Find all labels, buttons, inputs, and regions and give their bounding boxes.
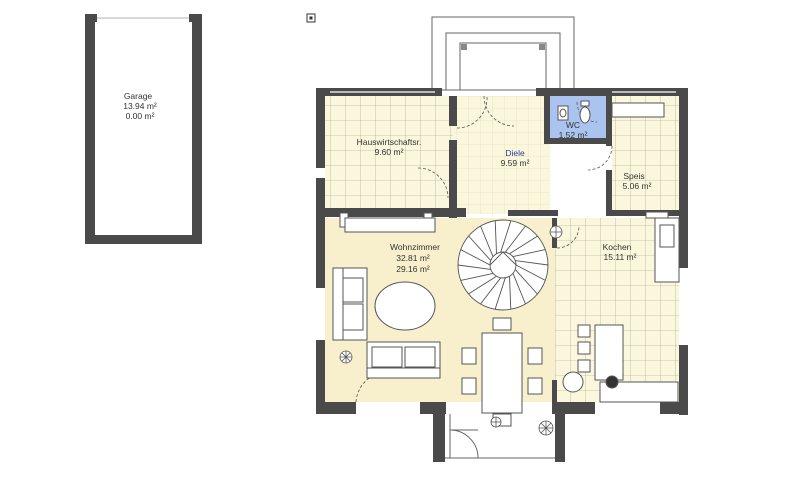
plant-icon — [339, 225, 563, 436]
speis-name: Speis — [623, 171, 644, 181]
hauswirtschaft-area: 9.60 m² — [375, 147, 404, 157]
stair-step — [512, 273, 526, 305]
stair-step — [468, 235, 492, 261]
stair-step — [515, 260, 549, 266]
stair-step — [500, 220, 512, 253]
toilet-icon — [579, 100, 591, 124]
sofa-left — [332, 267, 368, 341]
wc-area: 1.52 m² — [559, 130, 588, 140]
diele-area: 9.59 m² — [501, 158, 530, 168]
north-marker-icon — [306, 13, 316, 23]
wc-name: WC — [566, 120, 580, 130]
stair-step — [515, 264, 546, 281]
stair-step — [504, 225, 526, 253]
sofa-bottom — [366, 341, 441, 379]
coffee-table — [374, 281, 436, 331]
kitchen-island — [594, 324, 624, 381]
stair-step — [494, 220, 497, 254]
stair-step — [460, 249, 491, 266]
armchair — [562, 371, 584, 393]
kuechen-area: 15.11 m² — [604, 252, 637, 262]
stair-step — [509, 235, 538, 255]
entrance-bottom — [445, 414, 555, 459]
diele-name: Diele — [505, 148, 525, 158]
windows — [319, 91, 685, 340]
staircase-icon — [457, 219, 549, 311]
stair-step — [494, 277, 506, 310]
wohnzimmer-area-1: 32.81 m² — [396, 253, 430, 263]
sink-icon — [557, 105, 569, 121]
garage-name: Garage — [124, 91, 153, 101]
floor-hauswirtschaft — [325, 96, 453, 208]
garage — [85, 14, 202, 244]
speis-area: 5.06 m² — [623, 181, 652, 191]
hauswirtschaft-name: Hauswirtschaftsr. — [357, 137, 422, 147]
stair-step — [460, 272, 494, 281]
stair-step — [480, 225, 494, 257]
garage-area-2: 0.00 m² — [126, 111, 155, 121]
kuechen-name: Kochen — [603, 242, 632, 252]
entrance-canopy — [431, 16, 575, 91]
stair-step — [514, 269, 538, 295]
garage-area-1: 13.94 m² — [123, 101, 157, 111]
stair-step — [512, 249, 546, 258]
room-labels: Garage 13.94 m² 0.00 m² Hauswirtschaftsr… — [123, 91, 651, 274]
stair-step — [509, 276, 512, 310]
stair-step — [480, 277, 502, 305]
stair-step — [468, 275, 497, 295]
wohnzimmer-area-2: 29.16 m² — [396, 264, 430, 274]
stair-step — [457, 264, 491, 270]
wohnzimmer-name: Wohnzimmer — [390, 242, 440, 252]
dining-table — [481, 332, 523, 414]
bar-stools — [577, 324, 591, 373]
